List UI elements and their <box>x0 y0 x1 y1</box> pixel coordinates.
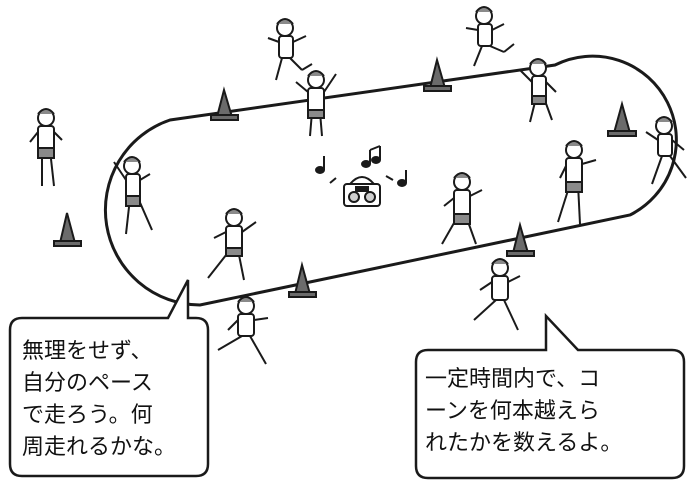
running-child <box>113 156 153 235</box>
running-child <box>465 6 515 67</box>
bubble-right-line: ーンを何本越えら <box>425 399 600 424</box>
music-note-icon <box>315 156 325 174</box>
bubble-right-line: 一定時間内で、コ <box>425 367 601 392</box>
traffic-cone-icon <box>288 261 317 298</box>
bubble-right-line: れたかを数えるよ。 <box>425 431 623 456</box>
music-note-icon <box>397 170 407 187</box>
bubble-right-text: 一定時間内で、コ ーンを何本越えら れたかを数えるよ。 <box>425 364 622 460</box>
running-child <box>207 208 257 281</box>
music-notes-group <box>315 145 407 187</box>
running-child <box>217 296 269 365</box>
music-note-icon <box>361 145 381 168</box>
running-child <box>267 18 313 81</box>
traffic-cone-icon <box>506 221 535 257</box>
oval-track <box>103 54 678 307</box>
running-child <box>29 108 63 187</box>
bubble-left-line: で走ろう。何 <box>22 403 153 428</box>
running-child <box>557 140 597 225</box>
running-child <box>519 58 557 123</box>
radio-icon <box>343 176 381 207</box>
bubble-left-line: 自分のペース <box>22 371 153 396</box>
speech-bubble-right <box>414 312 686 480</box>
bubble-left-line: 無理をせず、 <box>22 339 153 364</box>
traffic-cone-icon <box>423 56 452 92</box>
running-child <box>473 258 521 331</box>
traffic-cone-icon <box>607 100 637 137</box>
running-child <box>295 70 337 137</box>
running-child <box>441 172 483 245</box>
bubble-left-text: 無理をせず、 自分のペース で走ろう。何 周走れるかな。 <box>22 336 176 464</box>
traffic-cone-icon <box>53 212 82 247</box>
bubble-left-line: 周走れるかな。 <box>22 435 177 460</box>
speech-bubble-left <box>8 279 210 478</box>
cones-group <box>53 56 637 298</box>
running-child <box>645 116 687 185</box>
traffic-cone-icon <box>210 86 239 121</box>
